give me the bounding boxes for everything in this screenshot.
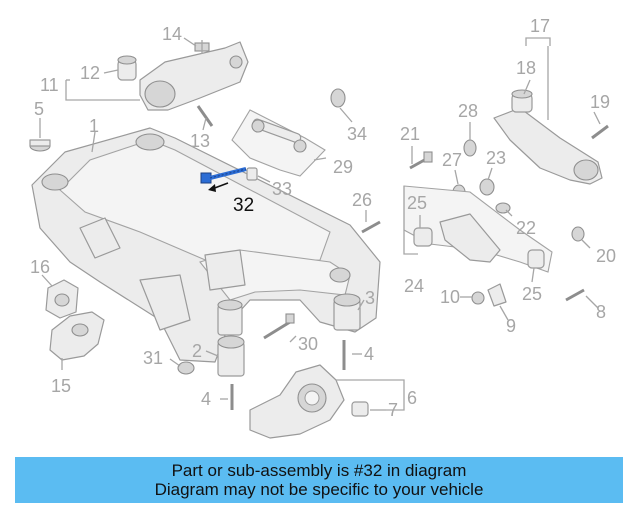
banner-line-1: Part or sub-assembly is #32 in diagram [171, 461, 467, 480]
callout-30: 30 [298, 334, 318, 354]
callout-18: 18 [516, 58, 536, 78]
callout-17: 17 [530, 16, 550, 36]
callout-14: 14 [162, 24, 182, 44]
callout-15: 15 [51, 376, 71, 396]
callout-20: 20 [596, 246, 616, 266]
callout-31: 31 [143, 348, 163, 368]
callout-32: 32 [233, 195, 254, 216]
bolt-part-26[interactable] [361, 220, 381, 234]
callout-5: 5 [34, 99, 44, 119]
parts-diagram: 1 2 3 4 4 5 6 7 8 9 10 11 12 13 14 15 16… [29, 16, 616, 439]
callout-25a: 25 [407, 193, 427, 213]
knuckle-part-6[interactable] [249, 364, 345, 439]
callout-1: 1 [89, 116, 99, 136]
callout-3: 3 [365, 288, 375, 308]
callout-28: 28 [458, 101, 478, 121]
callout-29: 29 [333, 157, 353, 177]
callout-21: 21 [400, 124, 420, 144]
callout-4b: 4 [201, 389, 211, 409]
callout-7: 7 [388, 400, 398, 420]
bolt-part-21[interactable] [409, 151, 433, 170]
callout-16: 16 [30, 257, 50, 277]
callout-4a: 4 [364, 344, 374, 364]
callout-33: 33 [272, 179, 292, 199]
bushing-part-18[interactable] [511, 89, 533, 113]
callout-23: 23 [486, 148, 506, 168]
nut-part-34[interactable] [330, 88, 346, 108]
upper-control-arm-part-11[interactable] [139, 41, 249, 111]
bracket-part-9[interactable] [487, 283, 507, 307]
callout-labels: 1 2 3 4 4 5 6 7 8 9 10 11 12 13 14 15 16… [30, 16, 616, 420]
bolt-part-8[interactable] [565, 288, 585, 302]
bolt-part-14[interactable] [194, 40, 210, 54]
nut-part-5[interactable] [29, 139, 51, 152]
nut-part-10[interactable] [471, 291, 485, 305]
callout-25b: 25 [522, 284, 542, 304]
callout-34: 34 [347, 124, 367, 144]
lower-arm-part-17[interactable] [493, 107, 603, 185]
callout-19: 19 [590, 92, 610, 112]
banner-line-2: Diagram may not be specific to your vehi… [154, 480, 484, 499]
nut-part-33[interactable] [246, 167, 258, 181]
callout-13: 13 [190, 131, 210, 151]
bolt-part-32[interactable] [200, 167, 247, 192]
leader-lines [39, 37, 601, 411]
callout-12: 12 [80, 63, 100, 83]
bushing-upper [217, 299, 243, 336]
lateral-link-part-29[interactable] [231, 109, 326, 177]
callout-27: 27 [442, 150, 462, 170]
callout-8: 8 [596, 302, 606, 322]
mount-part-16[interactable] [45, 279, 79, 319]
nut-part-20[interactable] [571, 226, 585, 242]
bolt-part-30[interactable] [263, 313, 295, 340]
bushing-part-3[interactable] [333, 293, 361, 331]
callout-24: 24 [404, 276, 424, 296]
callout-10: 10 [440, 287, 460, 307]
bushing-part-25-right[interactable] [527, 249, 545, 269]
bushing-part-7[interactable] [351, 401, 369, 417]
bushing-part-12[interactable] [117, 55, 137, 81]
washer-part-28[interactable] [463, 139, 477, 157]
callout-22: 22 [516, 218, 536, 238]
nut-part-31[interactable] [177, 361, 195, 375]
callout-11: 11 [40, 75, 59, 95]
callout-9: 9 [506, 316, 516, 336]
info-banner: Part or sub-assembly is #32 in diagram D… [15, 457, 623, 503]
callout-2: 2 [192, 341, 202, 361]
bolt-part-19[interactable] [591, 124, 609, 140]
callout-26: 26 [352, 190, 372, 210]
bushing-part-2[interactable] [217, 335, 245, 377]
bolt-part-13[interactable] [196, 105, 214, 127]
bracket-part-15[interactable] [49, 311, 105, 361]
subframe-part-1[interactable] [31, 127, 381, 363]
bushing-part-23[interactable] [479, 178, 495, 196]
bushing-part-25-left[interactable] [413, 227, 433, 247]
callout-6: 6 [407, 388, 417, 408]
